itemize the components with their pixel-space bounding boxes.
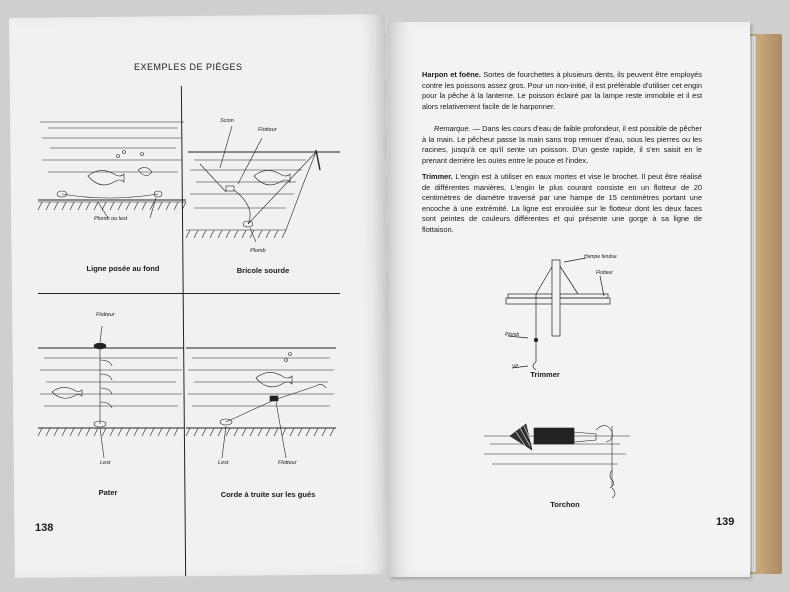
annotation-vif: Vif <box>512 364 518 370</box>
paragraph-remarque-body: — Dans les cours d'eau de faible profond… <box>422 124 702 165</box>
cell-label-pater: Pater <box>98 488 118 497</box>
paragraph-remarque-heading: Remarque. <box>434 124 471 133</box>
grid-horizontal-divider <box>38 293 340 294</box>
paragraph-harpon-body: Sortes de fourchettes à plusieurs dents,… <box>422 70 702 111</box>
annotation-plomb: Plomb <box>250 248 266 254</box>
paragraph-harpon: Harpon et foëne. Sortes de fourchettes à… <box>422 70 702 112</box>
paragraph-trimmer: Trimmer. L'engin est à utiliser en eaux … <box>422 172 702 236</box>
label-trimmer: Trimmer <box>530 370 560 379</box>
annotation-plomb-ou-lest: Plomb ou lest <box>94 216 128 222</box>
trimmer-illustration <box>505 257 611 371</box>
right-page-number: 139 <box>716 516 735 528</box>
torchon-illustration <box>484 423 630 499</box>
cell-label-ligne-posee: Ligne posée au fond <box>86 264 160 273</box>
annotation-flotteur-bricole: Flotteur <box>258 127 277 133</box>
annotation-flotteur-trimmer: Flotteur <box>596 270 613 276</box>
page-edges <box>750 36 756 572</box>
bricole-sourde-illustration <box>185 125 340 243</box>
annotation-flotteur-pater: Flotteur <box>96 312 115 318</box>
pater-illustration <box>37 325 184 459</box>
annotation-flotteur-corde: Flotteur <box>278 460 297 466</box>
annotation-scion: Scion <box>220 118 234 124</box>
paragraph-remarque: Remarque. — Dans les cours d'eau de faib… <box>422 124 702 166</box>
annotation-lest-corde: Lest <box>218 460 229 466</box>
ligne-posee-illustration <box>37 121 187 219</box>
cell-label-bricole-sourde: Bricole sourde <box>236 266 290 275</box>
left-page-title: EXEMPLES DE PIÈGES <box>134 62 243 72</box>
annotation-plomb-trimmer: Plomb <box>505 332 520 338</box>
paragraph-trimmer-body: L'engin est à utiliser en eaux mortes et… <box>422 172 702 234</box>
corde-a-truite-illustration <box>185 347 336 459</box>
annotation-hampe-fendue: Hampe fendue <box>584 254 617 260</box>
cell-label-corde-a-truite: Corde à truite sur les gués <box>220 490 316 499</box>
right-page <box>388 22 750 577</box>
label-torchon: Torchon <box>550 500 580 509</box>
paragraph-trimmer-heading: Trimmer. <box>422 172 453 181</box>
annotation-lest-pater: Lest <box>100 460 111 466</box>
left-page-number: 138 <box>35 522 54 534</box>
paragraph-harpon-heading: Harpon et foëne. <box>422 70 481 79</box>
